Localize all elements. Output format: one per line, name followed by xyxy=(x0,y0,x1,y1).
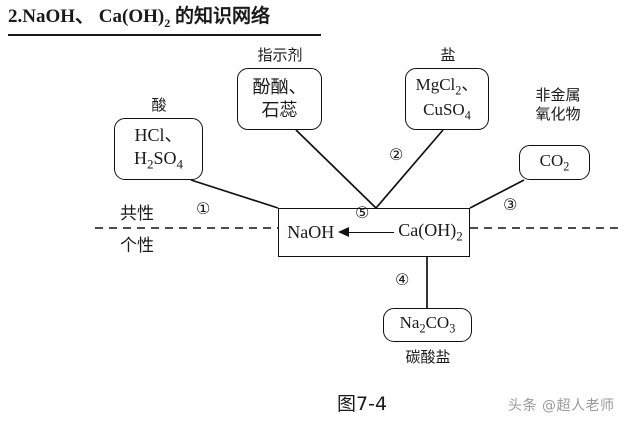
node-oxide-sub: 2 xyxy=(563,159,570,174)
node-salt: MgCl2、 CuSO4 xyxy=(405,68,489,130)
connector-salt-to-center xyxy=(375,129,444,209)
center-naoh-label: NaOH xyxy=(287,221,335,242)
watermark: 头条 @超人老师 xyxy=(508,398,615,414)
node-indicator-line2: 石蕊 xyxy=(261,100,298,121)
connector-oxide-to-center xyxy=(469,179,525,209)
title-underline xyxy=(8,34,321,36)
arrow-shaft xyxy=(344,231,395,234)
figure-caption: 图7-4 xyxy=(337,393,388,415)
node-oxide-co: CO xyxy=(539,150,564,170)
page-title-subscript: 2 xyxy=(164,15,171,30)
node-acid-line2: H2SO4 xyxy=(134,147,183,173)
node-salt-sub2: 4 xyxy=(464,108,471,123)
caption-nonmetal-oxide: 非金属 氧化物 xyxy=(513,86,603,124)
node-acid-so: SO xyxy=(153,148,177,169)
label-individual-properties: 个性 xyxy=(120,236,154,256)
node-indicator: 酚酗、 石蕊 xyxy=(237,68,322,130)
node-acid-sub1: 2 xyxy=(147,157,154,173)
node-salt-sep: 、 xyxy=(461,74,479,94)
step-number-5: ⑤ xyxy=(355,203,370,222)
node-indicator-line1: 酚酗、 xyxy=(252,76,307,98)
page-title: 2.NaOH、 Ca(OH)2 的知识网络 xyxy=(8,6,270,31)
connector-indicator-to-center xyxy=(295,129,377,209)
center-caoh2-sub: 2 xyxy=(456,229,463,244)
node-carbonate-sub1: 2 xyxy=(419,321,426,336)
caption-acid: 酸 xyxy=(151,96,167,114)
connector-acid-to-center xyxy=(190,179,279,209)
node-oxide-formula: CO2 xyxy=(540,150,570,175)
caption-nonmetal-oxide-line1: 非金属 xyxy=(535,86,581,104)
page-title-suffix: 的知识网络 xyxy=(170,6,270,27)
node-carbonate: Na2CO3 xyxy=(383,308,472,342)
step-number-4: ④ xyxy=(395,270,410,289)
node-salt-line1: MgCl2、 xyxy=(416,74,479,99)
conversion-arrow-icon xyxy=(338,226,395,240)
node-acid-line1: HCl、 xyxy=(134,125,183,146)
center-caoh2-main: Ca(OH) xyxy=(398,220,457,241)
arrow-head xyxy=(338,227,350,237)
node-salt-line2: CuSO4 xyxy=(423,99,471,124)
node-acid-h: H xyxy=(134,148,147,169)
node-salt-mgcl: MgCl xyxy=(415,74,456,94)
node-carbonate-na: Na xyxy=(399,313,420,333)
node-carbonate-co: CO xyxy=(425,313,450,333)
node-center-naoh-caoh2: NaOH Ca(OH)2 ⑤ xyxy=(278,205,470,257)
caption-carbonate: 碳酸盐 xyxy=(405,348,451,366)
node-salt-cuso: CuSO xyxy=(423,100,465,119)
center-caoh2-label: Ca(OH)2 xyxy=(398,219,462,245)
label-common-properties: 共性 xyxy=(120,204,154,224)
center-box-contents: NaOH Ca(OH)2 ⑤ xyxy=(279,205,469,256)
node-acid: HCl、 H2SO4 xyxy=(114,118,203,180)
node-carbonate-formula: Na2CO3 xyxy=(400,312,456,337)
node-acid-sub2: 4 xyxy=(176,157,183,173)
page-title-prefix: 2.NaOH、 Ca(OH) xyxy=(8,6,165,27)
step-number-1: ① xyxy=(196,199,211,218)
caption-indicator: 指示剂 xyxy=(257,46,303,64)
node-carbonate-sub2: 3 xyxy=(449,321,456,336)
node-nonmetal-oxide: CO2 xyxy=(519,145,590,180)
node-salt-sub1: 2 xyxy=(455,83,462,98)
caption-salt: 盐 xyxy=(440,46,456,64)
step-number-3: ③ xyxy=(503,195,518,214)
caption-nonmetal-oxide-line2: 氧化物 xyxy=(535,104,581,123)
step-number-2: ② xyxy=(389,145,404,164)
